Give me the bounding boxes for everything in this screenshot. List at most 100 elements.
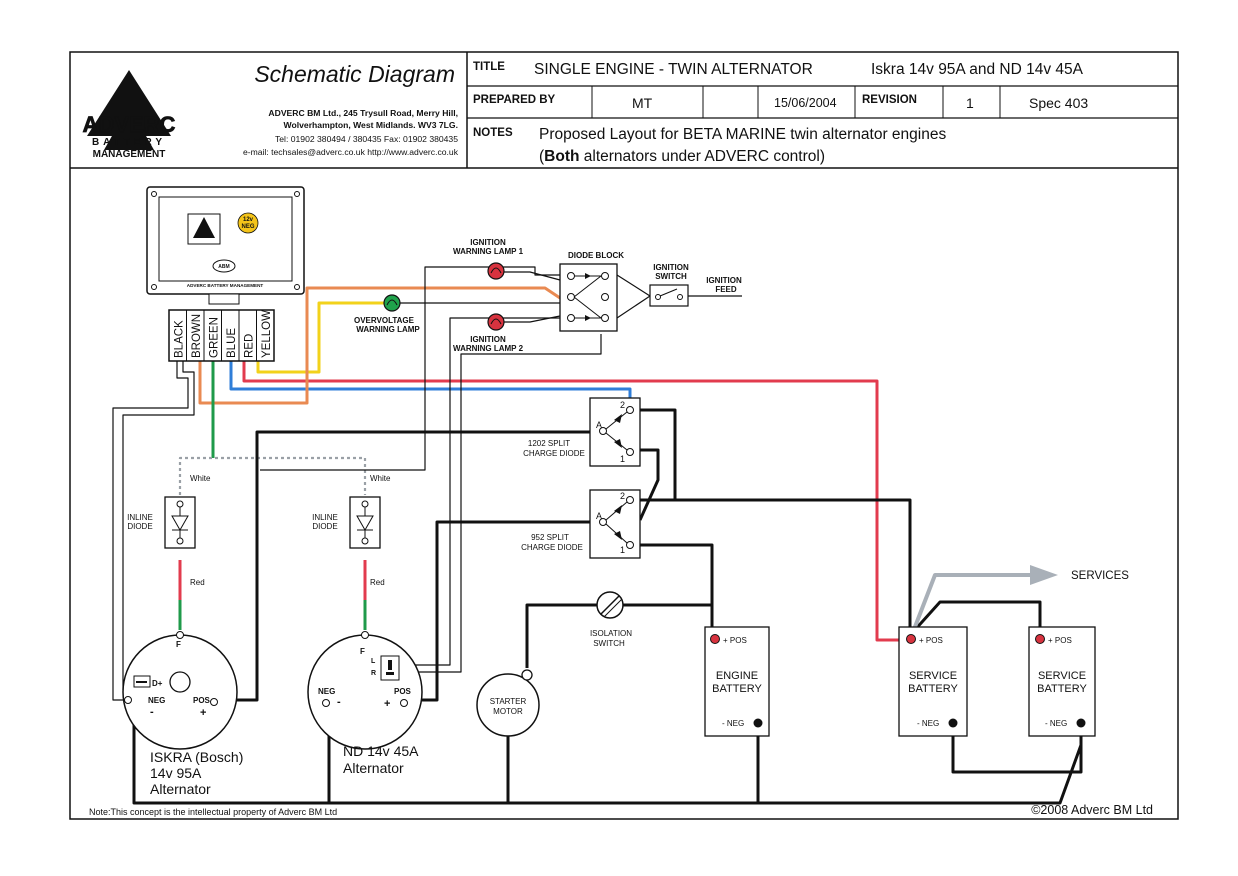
white-label-iskra: White	[190, 474, 211, 483]
service2-label-1: SERVICE	[1038, 670, 1086, 682]
red-wire	[242, 361, 905, 642]
iskra-pos-label: POS	[193, 696, 211, 705]
red-label-iskra: Red	[190, 578, 205, 587]
abm-badge: ABM	[218, 264, 229, 270]
ign-lamp2-label-1: IGNITION	[470, 335, 506, 344]
diode-block-label: DIODE BLOCK	[568, 251, 624, 260]
inline-nd-label-2: DIODE	[312, 522, 337, 531]
date-value: 15/06/2004	[774, 96, 837, 110]
notes-line-1: Proposed Layout for BETA MARINE twin alt…	[539, 126, 946, 143]
notes-label: NOTES	[473, 127, 513, 139]
ignition-lamp-2	[487, 313, 505, 331]
overvoltage-lamp	[383, 294, 401, 312]
engine-battery-label-2: BATTERY	[712, 683, 762, 695]
split952-label-1: 952 SPLIT	[531, 533, 569, 542]
iskra-label-3: Alternator	[150, 781, 211, 797]
iskra-dplus-label: D+	[152, 679, 163, 688]
nd-l-label: L	[371, 658, 376, 665]
iskra-label-1: ISKRA (Bosch)	[150, 749, 243, 765]
iskra-alternator	[122, 631, 238, 750]
terminal-label-yellow: YELLOW	[261, 310, 273, 358]
iskra-label-2: 14v 95A	[150, 765, 202, 781]
prepared-label: PREPARED BY	[473, 94, 556, 106]
ignition-switch	[649, 284, 689, 307]
adverc-controller: 12v NEG ABM ADVERC BATTERY MANAGEMENT BL…	[146, 186, 305, 362]
iskra-neg-label: NEG	[148, 696, 165, 705]
service1-label-1: SERVICE	[909, 670, 957, 682]
starter-label-2: MOTOR	[493, 707, 523, 716]
split1202-label-2: CHARGE DIODE	[523, 449, 585, 458]
nd-plus-label: +	[384, 698, 390, 710]
nd-pos-label: POS	[394, 687, 412, 696]
inline-nd-label-1: INLINE	[312, 513, 338, 522]
prepared-value: MT	[632, 95, 653, 111]
logo-sub-2: MANAGEMENT	[93, 149, 166, 160]
service-battery-2	[1028, 626, 1096, 737]
title-value: SINGLE ENGINE - TWIN ALTERNATOR	[534, 61, 813, 78]
inline-diode-iskra	[164, 496, 196, 549]
split952-pin-2: 2	[620, 491, 625, 501]
inline-diode-nd	[349, 496, 381, 549]
inline-iskra-label-1: INLINE	[127, 513, 153, 522]
yellow-wire	[256, 301, 388, 374]
company-line-3: Tel: 01902 380494 / 380435 Fax: 01902 38…	[275, 134, 458, 144]
notes-line-2: (Both alternators under ADVERC control)	[539, 148, 825, 165]
engine-pos-label: + POS	[723, 636, 747, 645]
service1-neg-label: - NEG	[917, 719, 939, 728]
footer-note: Note:This concept is the intellectual pr…	[89, 807, 337, 817]
revision-value: 1	[966, 95, 974, 111]
terminal-label-brown: BROWN	[191, 314, 203, 358]
overvolt-label-1: OVERVOLTAGE	[354, 316, 415, 325]
title-label: TITLE	[473, 61, 505, 73]
white-label-nd: White	[370, 474, 391, 483]
ign-lamp1-label-2: WARNING LAMP 1	[453, 247, 524, 256]
company-line-2: Wolverhampton, West Midlands. WV3 7LG.	[284, 120, 458, 130]
isolation-label-1: ISOLATION	[590, 629, 632, 638]
nd-label-2: Alternator	[343, 760, 404, 776]
engine-neg-label: - NEG	[722, 719, 744, 728]
spec-value: Spec 403	[1029, 95, 1088, 111]
iskra-plus-label: +	[200, 707, 206, 719]
sticker-top: 12v	[243, 217, 254, 223]
split1202-label-1: 1202 SPLIT	[528, 439, 570, 448]
split-diode-1202	[589, 397, 641, 467]
adverc-logo: ADVERC BATTERY MANAGEMENT	[82, 70, 176, 160]
ign-feed-label-2: FEED	[715, 285, 737, 294]
diagram-heading: Schematic Diagram	[254, 61, 455, 87]
company-line-4: e-mail: techsales@adverc.co.uk http://ww…	[243, 147, 459, 157]
terminal-label-blue: BLUE	[226, 328, 238, 358]
logo-word: ADVERC	[83, 112, 176, 137]
footer-copyright: ©2008 Adverc BM Ltd	[1031, 803, 1153, 817]
isolation-switch	[596, 591, 624, 619]
starter-label-1: STARTER	[490, 697, 527, 706]
ign-switch-label-1: IGNITION	[653, 263, 689, 272]
nd-label-1: ND 14v 45A	[343, 743, 419, 759]
iskra-minus-label: -	[150, 706, 154, 718]
ign-lamp1-label-1: IGNITION	[470, 238, 506, 247]
service2-pos-label: + POS	[1048, 636, 1072, 645]
ign-switch-label-2: SWITCH	[655, 272, 687, 281]
red-label-nd: Red	[370, 578, 385, 587]
nd-f-label: F	[360, 647, 365, 656]
service2-neg-label: - NEG	[1045, 719, 1067, 728]
split952-pin-a: A	[596, 511, 602, 521]
service2-label-2: BATTERY	[1037, 683, 1087, 695]
nd-alternator	[307, 631, 423, 750]
overvolt-label-2: WARNING LAMP	[356, 325, 420, 334]
title-models: Iskra 14v 95A and ND 14v 45A	[871, 61, 1084, 78]
wiring	[112, 266, 1083, 805]
isolation-label-2: SWITCH	[593, 639, 625, 648]
service1-label-2: BATTERY	[908, 683, 958, 695]
orange-wire	[198, 286, 561, 405]
diode-block	[559, 263, 618, 332]
services-label: SERVICES	[1071, 570, 1129, 582]
split1202-pin-1: 1	[620, 454, 625, 464]
service1-pos-label: + POS	[919, 636, 943, 645]
terminal-label-red: RED	[243, 334, 255, 358]
nd-neg-label: NEG	[318, 687, 335, 696]
company-line-1: ADVERC BM Ltd., 245 Trysull Road, Merry …	[268, 108, 458, 118]
split1202-pin-a: A	[596, 420, 602, 430]
inline-iskra-label-2: DIODE	[127, 522, 152, 531]
